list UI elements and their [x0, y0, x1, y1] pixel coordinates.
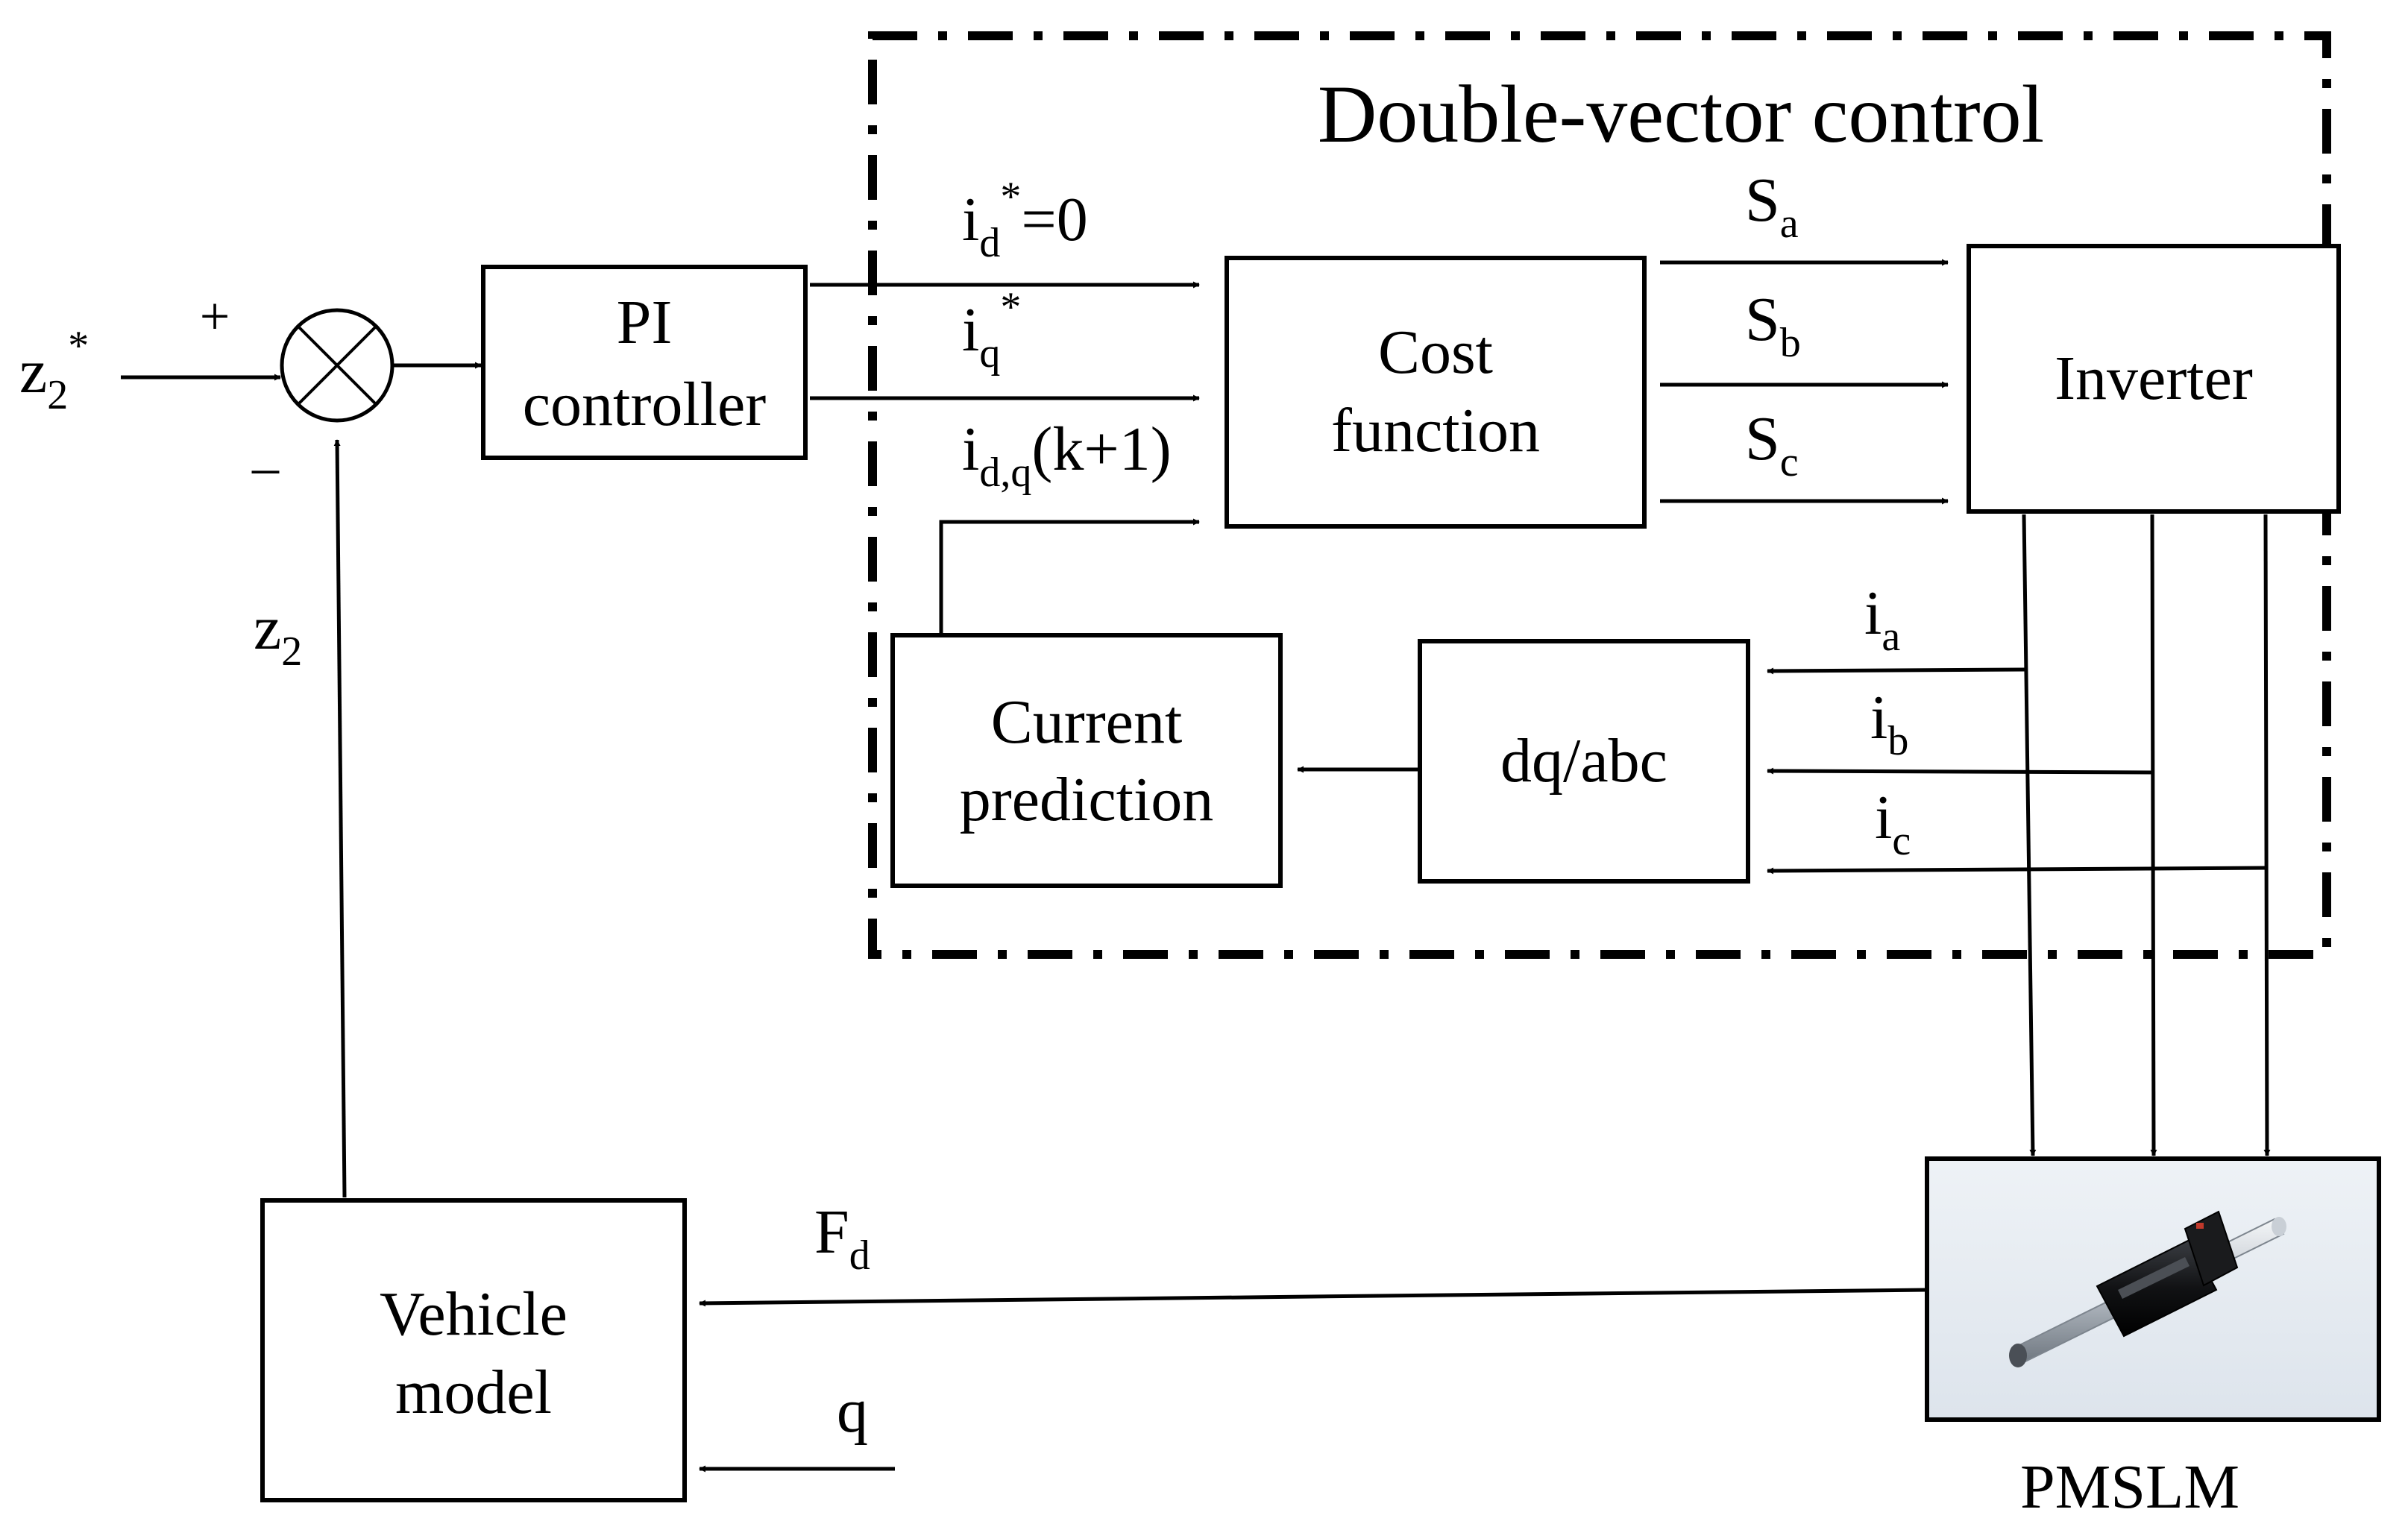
- vehicle-model-label-line1: Vehicle: [380, 1279, 568, 1349]
- current-prediction-label-line1: Current: [991, 687, 1183, 757]
- sc-label: Sc: [1745, 404, 1799, 485]
- inverter-phase-a-line: [2022, 514, 2037, 1156]
- summing-plus-sign: +: [200, 286, 230, 346]
- vehicle-model-block: Vehicle model: [260, 1198, 687, 1502]
- id-ref-label: id*=0: [962, 174, 1088, 266]
- ib-sub: b: [1887, 718, 1908, 764]
- inverter-phase-b-line: [2150, 514, 2157, 1156]
- idq-prediction-label: id,q(k+1): [962, 415, 1172, 496]
- sb-base: S: [1745, 285, 1780, 354]
- z2-ref-label: z2*: [19, 323, 89, 418]
- fd-sub: d: [849, 1232, 870, 1279]
- sb-sub: b: [1780, 320, 1801, 366]
- ic-label: ic: [1875, 783, 1911, 864]
- fd-base: F: [814, 1197, 849, 1267]
- z2-base: z: [254, 593, 281, 663]
- idq-prediction-base: i: [962, 415, 979, 484]
- current-prediction-block: Current prediction: [890, 633, 1283, 888]
- inverter-label: Inverter: [2055, 344, 2253, 413]
- sa-label: Sa: [1745, 166, 1799, 247]
- ic-sub: c: [1892, 818, 1911, 864]
- vehicle-model-label-line2: model: [395, 1358, 552, 1427]
- current-prediction-label-line2: prediction: [960, 765, 1214, 834]
- iq-ref-base: i: [962, 295, 979, 365]
- iq-ref-label: iq*: [962, 284, 1021, 377]
- ib-label: ib: [1870, 683, 1908, 764]
- ia-sub: a: [1882, 614, 1900, 660]
- sc-sub: c: [1780, 439, 1799, 485]
- z2-sub: 2: [281, 629, 302, 675]
- pmslm-label: PMSLM: [2020, 1452, 2239, 1522]
- prediction-feedback-arrow: [939, 518, 1200, 634]
- summing-minus-sign: –: [251, 437, 280, 497]
- idq-prediction-rest: (k+1): [1031, 415, 1171, 484]
- z2-feedback-arrow: [333, 439, 347, 1198]
- pi-controller-label-line1: PI: [617, 288, 673, 357]
- signal-wires: [121, 259, 2271, 1473]
- z2-ref-sub: 2: [47, 372, 68, 418]
- pmslm-block: PMSLM: [1925, 1156, 2381, 1522]
- pi-controller-block: PI controller: [481, 265, 808, 460]
- id-ref-sup: *: [1000, 174, 1021, 220]
- ib-arrow: [1767, 767, 2154, 775]
- iq-ref-sub: q: [979, 330, 1000, 377]
- cost-function-label-line2: function: [1331, 396, 1540, 465]
- sa-base: S: [1745, 166, 1780, 235]
- q-label: q: [837, 1376, 868, 1446]
- z2-ref-base: z: [19, 337, 47, 406]
- fd-arrow: [699, 1288, 1926, 1307]
- idq-prediction-sub: d,q: [979, 450, 1031, 496]
- ic-base: i: [1875, 783, 1892, 852]
- ia-label: ia: [1864, 579, 1900, 660]
- ia-base: i: [1864, 579, 1882, 648]
- id-ref-base: i: [962, 185, 979, 254]
- dq-abc-block: dq/abc: [1418, 639, 1750, 884]
- z2-ref-sup: *: [68, 323, 89, 369]
- ia-arrow: [1767, 667, 2026, 675]
- ib-base: i: [1870, 683, 1887, 752]
- pi-controller-label-line2: controller: [523, 370, 767, 439]
- id-ref-sub: d: [979, 220, 1000, 266]
- sb-label: Sb: [1745, 285, 1801, 366]
- id-ref-rest: =0: [1021, 185, 1087, 254]
- linear-motor-picture: [2009, 1210, 2286, 1367]
- ic-arrow: [1767, 866, 2268, 875]
- sc-base: S: [1745, 404, 1780, 473]
- iq-ref-sup: *: [1000, 284, 1021, 330]
- inverter-block: Inverter: [1967, 244, 2341, 514]
- dq-abc-label: dq/abc: [1500, 726, 1667, 796]
- summing-junction: + –: [200, 286, 394, 497]
- z2-label: z2: [254, 593, 302, 675]
- fd-label: Fd: [814, 1197, 870, 1279]
- cost-function-label-line1: Cost: [1378, 318, 1493, 387]
- sa-sub: a: [1780, 201, 1799, 247]
- region-title: Double-vector control: [1318, 69, 2044, 160]
- cost-function-block: Cost function: [1225, 256, 1647, 529]
- inverter-phase-c-line: [2263, 514, 2271, 1156]
